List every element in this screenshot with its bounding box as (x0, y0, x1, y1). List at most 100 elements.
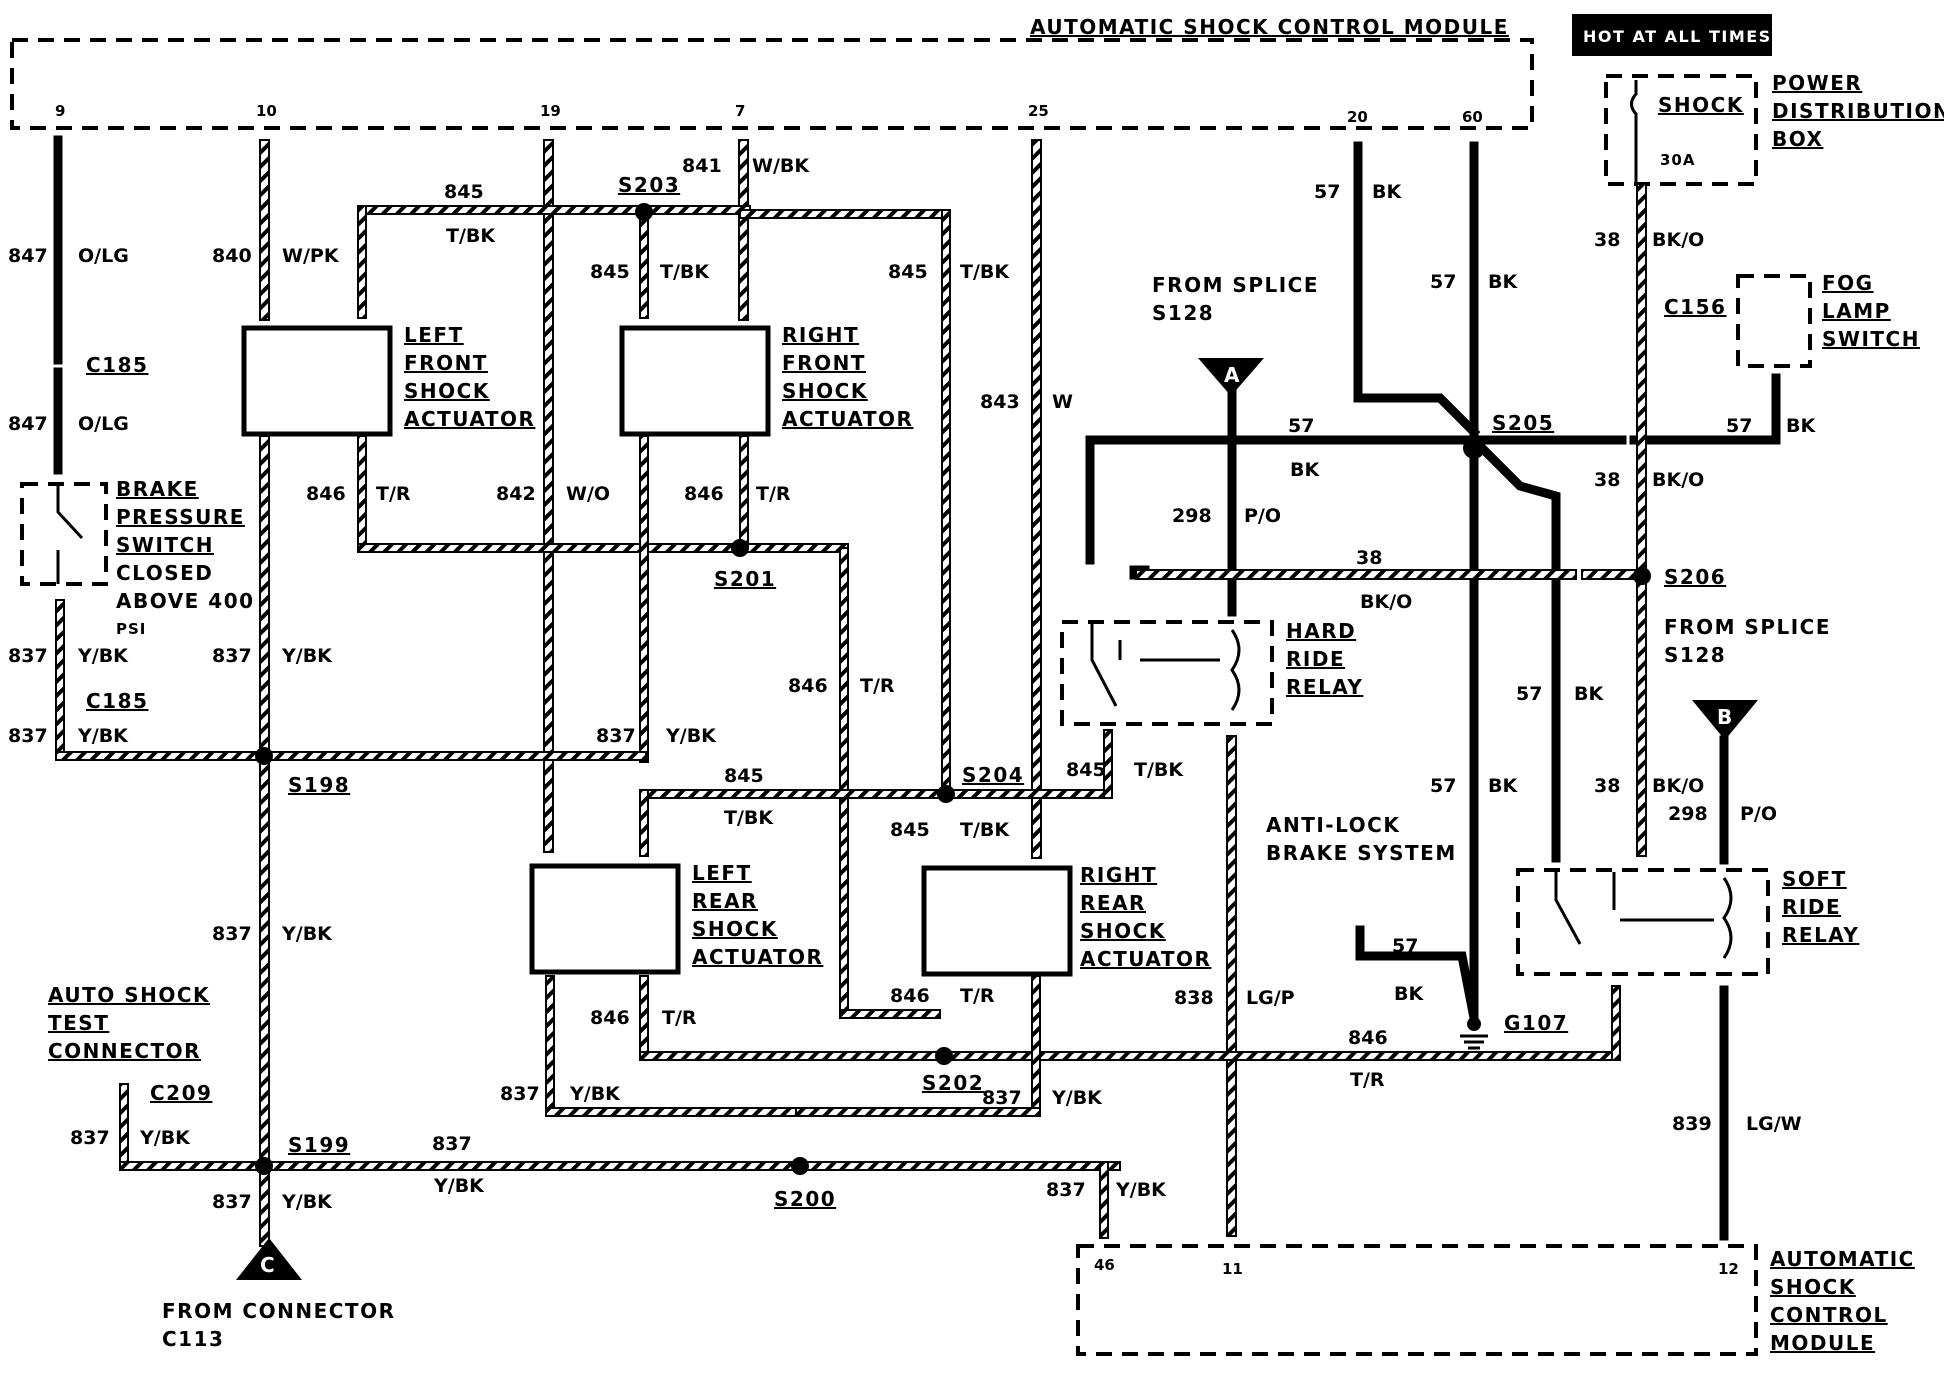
splice-s199-label: S199 (288, 1133, 350, 1157)
splice-s202-dot (935, 1047, 953, 1065)
w837lr-color: Y/BK (665, 725, 717, 747)
w845h-num: 845 (1066, 759, 1106, 781)
marker-c-triangle (236, 1238, 302, 1280)
rr-label-2: REAR (1080, 891, 1146, 915)
w845lr-num: 845 (724, 765, 764, 787)
from-connector-1: FROM CONNECTOR (162, 1299, 395, 1323)
w57h-color: BK (1290, 459, 1320, 481)
w845top-num: 845 (444, 181, 484, 203)
wire-57-pin20 (1353, 141, 1481, 439)
hard-relay-coil (1230, 629, 1241, 711)
w847b-num: 847 (8, 413, 48, 435)
soft-relay-label-3: RELAY (1782, 923, 1859, 947)
w840-num: 840 (212, 245, 252, 267)
w57d-num: 57 (1430, 775, 1456, 797)
left-front-shock-actuator: LEFT FRONT SHOCK ACTUATOR (241, 323, 534, 437)
wire-846-lf (357, 435, 367, 549)
splice-s200-label: S200 (774, 1187, 836, 1211)
from-connector-2: C113 (162, 1327, 224, 1351)
w842-color: W/O (566, 483, 610, 505)
lr-label-3: SHOCK (692, 917, 778, 941)
pin-7: 7 (735, 102, 745, 120)
splice-labels: S203 S205 S201 S206 S198 S204 S202 S199 … (288, 173, 1725, 1211)
wire-837-to-module (1099, 1161, 1109, 1239)
rf-label-1: RIGHT (782, 323, 859, 347)
wire-57-hard-relay (1085, 435, 1627, 565)
wire-845-to-lr (639, 789, 649, 857)
connector-c209: C209 (150, 1081, 212, 1105)
w57c-color: BK (1574, 683, 1604, 705)
w57a-num: 57 (1314, 181, 1340, 203)
wire-845-s204 (639, 789, 961, 799)
connector-c185-lower: C185 (86, 689, 148, 713)
w837d-color: Y/BK (281, 923, 333, 945)
wire-846-mid (839, 547, 849, 1015)
w837bs-num: 837 (8, 645, 48, 667)
marker-a-letter: A (1224, 363, 1241, 387)
wire-837-s198 (55, 751, 647, 761)
wire-845-right-down (941, 209, 951, 793)
fog-lamp-label-2: LAMP (1822, 299, 1891, 323)
w838-num: 838 (1174, 987, 1214, 1009)
top-module-outline (10, 38, 1534, 130)
wire-838 (1226, 735, 1237, 1237)
marker-a-triangle (1198, 358, 1264, 396)
lf-label-2: FRONT (404, 351, 488, 375)
splice-s200-dot (791, 1157, 809, 1175)
anti-lock-label-2: BRAKE SYSTEM (1266, 841, 1457, 865)
wire-843 (1031, 139, 1042, 859)
wire-57-ground (1355, 925, 1480, 1024)
w845rr-num: 845 (890, 819, 930, 841)
top-control-module: AUTOMATIC SHOCK CONTROL MODULE 9 10 19 7… (10, 15, 1534, 130)
wire-846-bottom (639, 1051, 1621, 1061)
w38a-num: 38 (1594, 229, 1620, 251)
w38b-num: 38 (1594, 469, 1620, 491)
wire-845-hard-relay (1103, 729, 1113, 799)
w57d-color: BK (1488, 775, 1518, 797)
wire-labels: 847 O/LG 847 O/LG 840 W/PK 845 T/BK 841 … (8, 155, 1816, 1213)
hot-at-all-times-badge (1572, 14, 1772, 56)
rf-label-3: SHOCK (782, 379, 868, 403)
wire-840 (259, 139, 270, 321)
wire-837-rr (1031, 975, 1041, 1117)
w57fog-color: BK (1786, 415, 1816, 437)
w847b-color: O/LG (78, 413, 129, 435)
w843-color: W (1052, 391, 1073, 413)
w837a-num: 837 (212, 645, 252, 667)
wire-846-lr (639, 975, 649, 1057)
striped-wires (55, 139, 1647, 1247)
w845rf-num: 845 (590, 261, 630, 283)
splice-s205-dot (1463, 437, 1485, 459)
soft-ride-relay: SOFT RIDE RELAY (1516, 867, 1859, 976)
lr-label-1: LEFT (692, 861, 752, 885)
fuse-symbol (1630, 80, 1638, 184)
w845rr-color: T/BK (960, 819, 1010, 841)
power-box-label-1: POWER (1772, 71, 1862, 95)
fog-lamp-label-1: FOG (1822, 271, 1874, 295)
left-rear-actuator-box (529, 863, 681, 975)
bottom-pin-46: 46 (1094, 1256, 1115, 1274)
wire-38-to-s206 (1581, 569, 1643, 580)
w57fog-num: 57 (1726, 415, 1752, 437)
lr-label-4: ACTUATOR (692, 945, 823, 969)
wire-841 (738, 139, 749, 321)
w837j-color: Y/BK (1115, 1179, 1167, 1201)
left-front-actuator-box (241, 325, 393, 437)
rr-label-1: RIGHT (1080, 863, 1157, 887)
w298a-num: 298 (1172, 505, 1212, 527)
wire-846-rf (739, 435, 749, 549)
wire-837-brake (55, 599, 65, 761)
from-splice-a-1: FROM SPLICE (1152, 273, 1319, 297)
splice-s198-dot (255, 747, 273, 765)
splice-s201-label: S201 (714, 567, 776, 591)
soft-relay-coil (1722, 877, 1733, 959)
hot-at-all-times-label: HOT AT ALL TIMES (1583, 27, 1772, 46)
w846lf-color: T/R (376, 483, 411, 505)
wire-837-s199 (119, 1161, 1121, 1171)
soft-relay-label-1: SOFT (1782, 867, 1847, 891)
w837g-num: 837 (70, 1127, 110, 1149)
hard-relay-label-2: RIDE (1286, 647, 1345, 671)
connector-labels: C185 C185 C156 C209 (86, 295, 1725, 1105)
wire-38-horizontal (1135, 569, 1577, 580)
w846lr-num: 846 (590, 1007, 630, 1029)
